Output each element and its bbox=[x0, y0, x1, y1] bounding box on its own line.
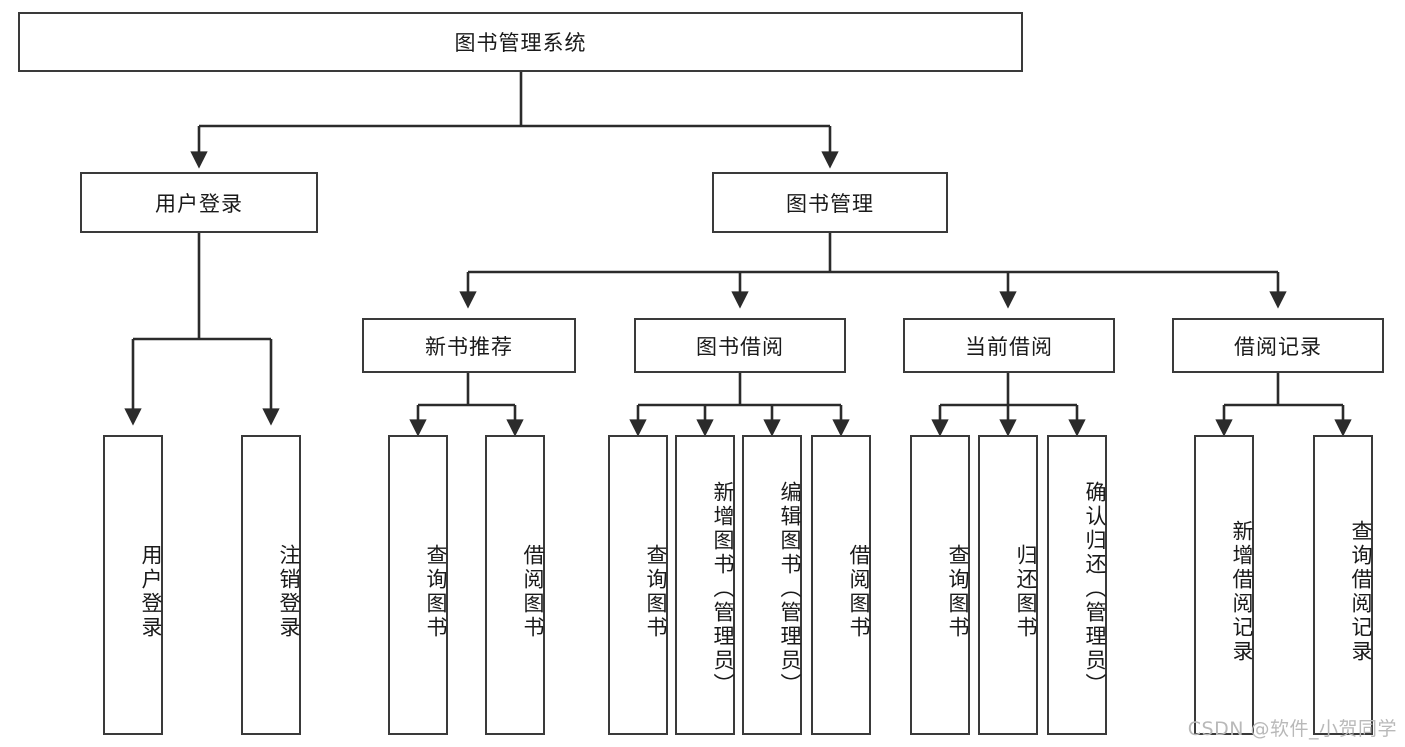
node-current-borrow[interactable]: 当前借阅 bbox=[903, 318, 1115, 373]
leaf-add-book[interactable]: 新增图书（管理员） bbox=[675, 435, 735, 735]
leaf-query-record[interactable]: 查询借阅记录 bbox=[1313, 435, 1373, 735]
node-book-borrow-label: 图书借阅 bbox=[696, 334, 784, 359]
node-book-manage-label: 图书管理 bbox=[786, 191, 874, 216]
leaf-borrow-book-2-label: 借阅图书 bbox=[847, 544, 871, 640]
node-borrow-record-label: 借阅记录 bbox=[1234, 334, 1322, 359]
node-user-login-label: 用户登录 bbox=[155, 191, 243, 216]
leaf-query-book-1[interactable]: 查询图书 bbox=[388, 435, 448, 735]
leaf-query-book-3-label: 查询图书 bbox=[946, 544, 970, 640]
leaf-add-record-label: 新增借阅记录 bbox=[1230, 520, 1254, 664]
leaf-add-book-label: 新增图书（管理员） bbox=[711, 481, 735, 697]
leaf-add-record[interactable]: 新增借阅记录 bbox=[1194, 435, 1254, 735]
leaf-borrow-book-2[interactable]: 借阅图书 bbox=[811, 435, 871, 735]
node-book-borrow[interactable]: 图书借阅 bbox=[634, 318, 846, 373]
leaf-return-book-label: 归还图书 bbox=[1014, 544, 1038, 640]
leaf-query-book-2[interactable]: 查询图书 bbox=[608, 435, 668, 735]
leaf-query-book-2-label: 查询图书 bbox=[644, 544, 668, 640]
leaf-query-book-1-label: 查询图书 bbox=[424, 544, 448, 640]
csdn-watermark: CSDN @软件_小贺同学 bbox=[1187, 718, 1397, 740]
leaf-borrow-book-1[interactable]: 借阅图书 bbox=[485, 435, 545, 735]
node-new-book-rec-label: 新书推荐 bbox=[425, 334, 513, 359]
leaf-user-logout-label: 注销登录 bbox=[277, 544, 301, 640]
leaf-user-login-label: 用户登录 bbox=[139, 544, 163, 640]
node-root[interactable]: 图书管理系统 bbox=[18, 12, 1023, 72]
node-root-label: 图书管理系统 bbox=[454, 31, 587, 55]
leaf-user-logout[interactable]: 注销登录 bbox=[241, 435, 301, 735]
leaf-return-book[interactable]: 归还图书 bbox=[978, 435, 1038, 735]
leaf-query-book-3[interactable]: 查询图书 bbox=[910, 435, 970, 735]
leaf-query-record-label: 查询借阅记录 bbox=[1349, 520, 1373, 664]
leaf-confirm-return[interactable]: 确认归还（管理员） bbox=[1047, 435, 1107, 735]
leaf-edit-book[interactable]: 编辑图书（管理员） bbox=[742, 435, 802, 735]
node-book-manage[interactable]: 图书管理 bbox=[712, 172, 948, 233]
node-borrow-record[interactable]: 借阅记录 bbox=[1172, 318, 1384, 373]
leaf-borrow-book-1-label: 借阅图书 bbox=[521, 544, 545, 640]
leaf-edit-book-label: 编辑图书（管理员） bbox=[778, 481, 802, 697]
leaf-user-login[interactable]: 用户登录 bbox=[103, 435, 163, 735]
node-current-borrow-label: 当前借阅 bbox=[965, 334, 1053, 359]
node-new-book-rec[interactable]: 新书推荐 bbox=[362, 318, 576, 373]
node-user-login[interactable]: 用户登录 bbox=[80, 172, 318, 233]
leaf-confirm-return-label: 确认归还（管理员） bbox=[1083, 481, 1107, 697]
